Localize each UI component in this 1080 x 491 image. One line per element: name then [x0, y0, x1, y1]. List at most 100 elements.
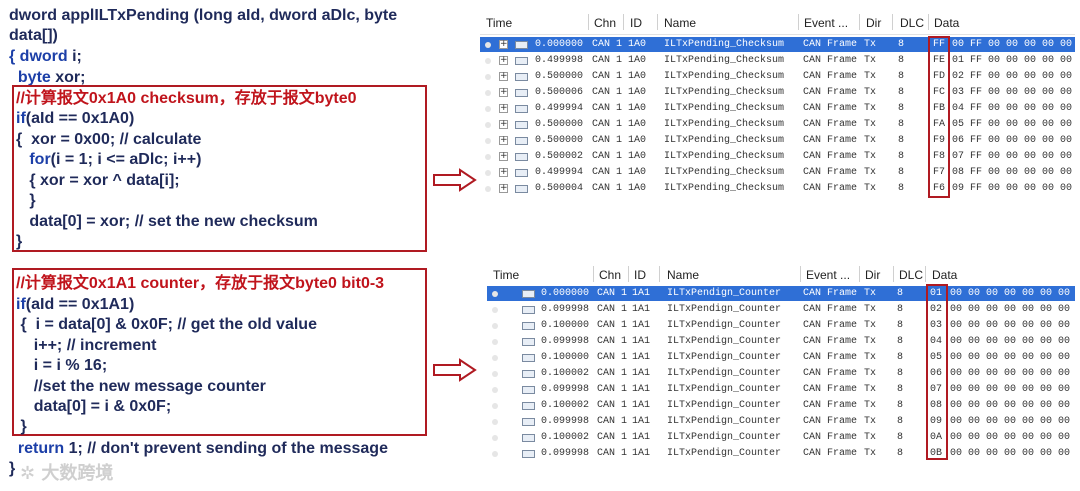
cell-data-byte0: F8	[933, 151, 946, 162]
expand-icon[interactable]: +	[499, 55, 508, 65]
cell-dlc: 8	[897, 416, 904, 427]
expand-icon[interactable]: +	[499, 135, 508, 145]
column-header-time[interactable]: Time	[486, 16, 513, 30]
message-icon	[515, 121, 528, 129]
column-header-event[interactable]: Event ...	[804, 16, 849, 30]
cell-channel: CAN 1	[592, 119, 623, 130]
column-header-name[interactable]: Name	[664, 16, 697, 30]
row-marker-icon	[492, 307, 498, 313]
cell-data-byte0: 02	[930, 304, 943, 315]
code-line: data[0] = i & 0x0F;	[16, 398, 172, 415]
cell-data-rest: 09 FF 00 00 00 00 00	[952, 183, 1073, 194]
cell-data-rest: 00 00 00 00 00 00 00	[950, 320, 1071, 331]
column-header-data[interactable]: Data	[932, 268, 958, 282]
cell-time: 0.500006	[535, 87, 584, 98]
cell-data-byte0: F9	[933, 135, 946, 146]
cell-data-byte0: 01	[930, 288, 943, 299]
code-text: (aId == 0x1A1)	[25, 296, 135, 313]
cell-time: 0.500000	[535, 119, 584, 130]
column-header-time[interactable]: Time	[493, 268, 520, 282]
cell-event: CAN Frame	[803, 336, 858, 347]
byte0-highlight	[926, 284, 948, 460]
cell-channel: CAN 1	[597, 432, 628, 443]
column-header-dir[interactable]: Dir	[866, 16, 882, 30]
cell-channel: CAN 1	[597, 416, 628, 427]
cell-dlc: 8	[898, 55, 905, 66]
message-icon	[522, 322, 535, 330]
column-header-dlc[interactable]: DLC	[899, 268, 924, 282]
cell-event: CAN Frame	[803, 119, 858, 130]
cell-channel: CAN 1	[592, 71, 623, 82]
expand-icon[interactable]: +	[499, 71, 508, 81]
column-header-chn[interactable]: Chn	[594, 16, 617, 30]
row-marker-icon	[492, 387, 498, 393]
message-icon	[515, 89, 528, 97]
code-keyword: for	[16, 151, 51, 168]
cell-event: CAN Frame	[803, 151, 858, 162]
column-header-id[interactable]: ID	[630, 16, 642, 30]
column-header-dir[interactable]: Dir	[865, 268, 881, 282]
cell-dlc: 8	[898, 167, 905, 178]
message-icon	[515, 169, 528, 177]
row-marker-icon	[485, 106, 491, 112]
expand-icon[interactable]: +	[499, 119, 508, 129]
cell-name: ILTxPending_Checksum	[664, 135, 785, 146]
column-header-data[interactable]: Data	[934, 16, 960, 30]
column-header-event[interactable]: Event ...	[806, 268, 851, 282]
cell-data-byte0: FD	[933, 71, 946, 82]
cell-id: 1A1	[632, 304, 651, 315]
cell-data-rest: 00 00 00 00 00 00 00	[950, 352, 1071, 363]
cell-channel: CAN 1	[592, 39, 623, 50]
expand-icon[interactable]: +	[499, 183, 508, 193]
cell-name: ILTxPendign_Counter	[667, 288, 782, 299]
expand-icon[interactable]: +	[499, 103, 508, 113]
expand-icon[interactable]: +	[499, 151, 508, 161]
cell-dir: Tx	[864, 135, 877, 146]
row-marker-icon	[492, 323, 498, 329]
cell-event: CAN Frame	[803, 87, 858, 98]
cell-name: ILTxPendign_Counter	[667, 352, 782, 363]
cell-id: 1A1	[632, 416, 651, 427]
cell-channel: CAN 1	[592, 167, 623, 178]
cell-time: 0.500002	[535, 151, 584, 162]
cell-dir: Tx	[864, 400, 877, 411]
row-marker-icon	[492, 339, 498, 345]
cell-name: ILTxPendign_Counter	[667, 416, 782, 427]
cell-time: 0.099998	[541, 448, 590, 459]
expand-icon[interactable]: +	[499, 167, 508, 177]
column-header-id[interactable]: ID	[634, 268, 646, 282]
column-header-dlc[interactable]: DLC	[900, 16, 925, 30]
code-line: }	[16, 418, 27, 435]
counter-block-highlight	[12, 268, 427, 436]
cell-dlc: 8	[897, 448, 904, 459]
column-header-chn[interactable]: Chn	[599, 268, 622, 282]
arrow-right-icon	[433, 168, 477, 192]
expand-icon[interactable]: +	[499, 87, 508, 97]
expand-icon[interactable]: +	[499, 39, 508, 49]
code-keyword: if	[16, 296, 26, 313]
trace-header: Time Chn ID Name Event ... Dir DLC Data	[487, 262, 1075, 287]
cell-time: 0.100002	[541, 432, 590, 443]
column-header-name[interactable]: Name	[667, 268, 700, 282]
